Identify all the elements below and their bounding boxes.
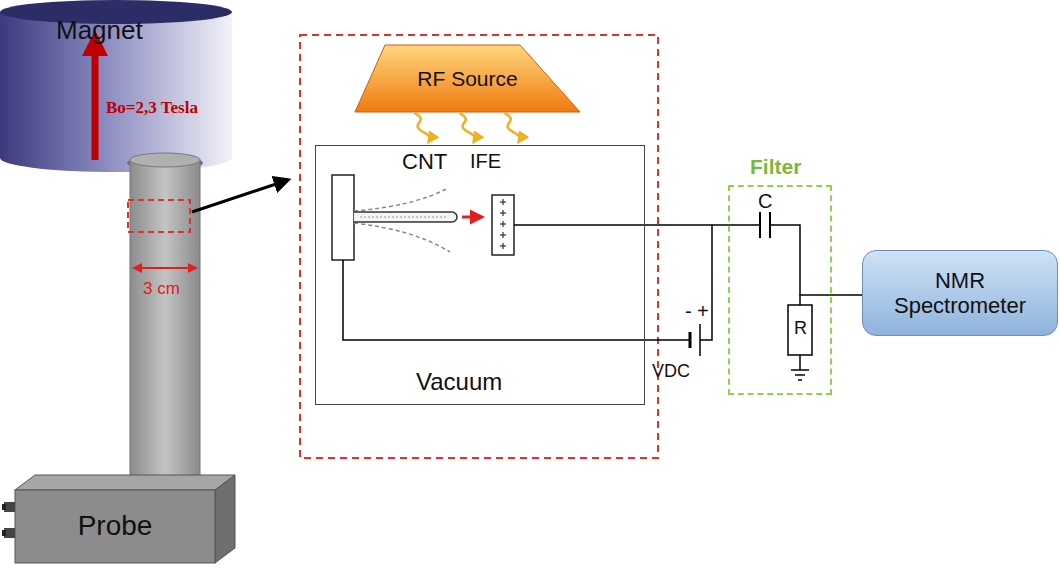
current-label: IFE bbox=[470, 150, 501, 172]
capacitor-symbol bbox=[760, 212, 770, 238]
node-label: NMR Spectrometer bbox=[880, 268, 1040, 319]
vacuum-chamber: Vacuum bbox=[315, 145, 645, 405]
filter-box: Filter bbox=[728, 185, 832, 395]
node-label: Probe bbox=[78, 510, 153, 542]
polarity-sign: - bbox=[685, 300, 692, 322]
ground-symbol bbox=[791, 370, 809, 380]
node-label: Filter bbox=[750, 155, 801, 179]
zoom-frame bbox=[300, 35, 658, 458]
rf-source-shape bbox=[355, 45, 580, 112]
magnet: MagnetBo=2,3 Tesla bbox=[0, 0, 232, 165]
node-label: RF Source bbox=[417, 67, 517, 91]
dimension-arrow bbox=[134, 268, 196, 269]
resistor-symbol bbox=[788, 305, 812, 355]
voltage-label: VDC bbox=[652, 362, 690, 382]
part-label: CNT bbox=[402, 150, 447, 174]
probe-box bbox=[2, 475, 235, 563]
node-label: Vacuum bbox=[416, 368, 502, 396]
probe-box: Probe bbox=[15, 490, 215, 563]
component-label: R bbox=[794, 319, 807, 339]
node-label: Magnet bbox=[56, 16, 143, 46]
nmr-spectrometer: NMR Spectrometer bbox=[862, 250, 1058, 336]
field-label: Bo=2,3 Tesla bbox=[106, 98, 198, 118]
polarity-sign: + bbox=[697, 300, 709, 322]
magnet-cylinder bbox=[0, 0, 232, 172]
dimension-label: 3 cm bbox=[143, 280, 180, 299]
cnt-assembly bbox=[332, 175, 514, 260]
zoom-arrow bbox=[192, 180, 288, 212]
rf-source: RF Source bbox=[385, 47, 550, 111]
component-label: C bbox=[758, 190, 772, 212]
signal-wire bbox=[645, 225, 728, 226]
rf-wave bbox=[415, 113, 521, 142]
battery-symbol bbox=[690, 324, 700, 356]
circuit-wire bbox=[343, 225, 832, 370]
probe-column bbox=[128, 153, 200, 490]
field-arrow bbox=[82, 30, 108, 160]
signal-wire bbox=[832, 295, 862, 296]
